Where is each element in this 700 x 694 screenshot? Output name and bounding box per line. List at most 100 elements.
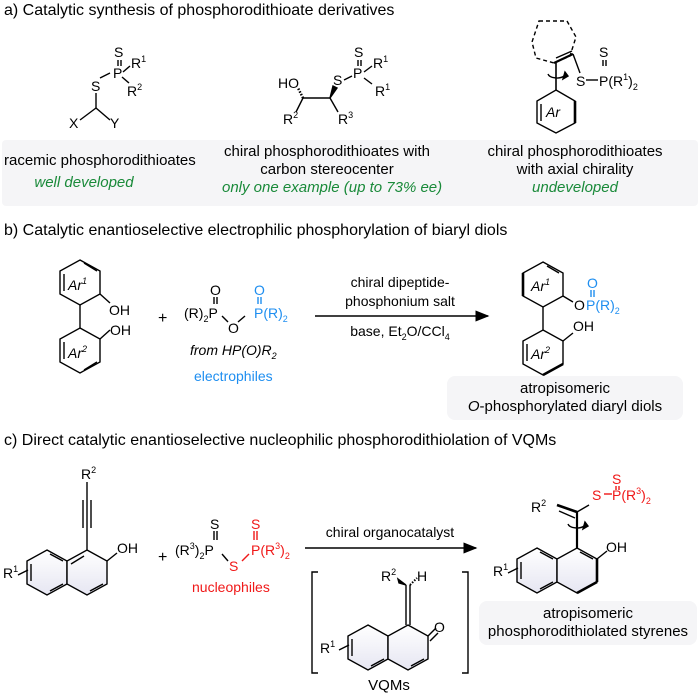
- group-oh: OH: [117, 540, 138, 556]
- atom-s-link: S: [333, 72, 342, 88]
- group-p-r3-2-red: P(R3)2: [251, 541, 290, 561]
- structure-electrophile-labels: O (R)2P O O P(R)2 from HP(O)R2 electroph…: [184, 282, 288, 384]
- atom-o: O: [210, 282, 221, 298]
- electrophiles-label: electrophiles: [194, 368, 273, 384]
- caption-status: undeveloped: [532, 179, 618, 196]
- structure-axial-chirality: [531, 20, 607, 134]
- catalyst-line-2: phosphonium salt: [345, 293, 455, 309]
- group-r2-p: (R)2P: [184, 305, 218, 324]
- structure-racemic-phosphorodithioate: [79, 60, 131, 121]
- section-a-caption-background: [2, 140, 506, 206]
- group-oh: OH: [606, 539, 627, 555]
- section-c-caption-background: [479, 601, 697, 645]
- substituent-r1: R1: [493, 562, 508, 579]
- caption-title-line1: chiral phosphorodithioates: [487, 143, 663, 160]
- substituent-r3: R3: [338, 110, 353, 127]
- structure-product-c: [507, 486, 620, 595]
- base-solvent: base, Et2O/CCl4: [350, 323, 450, 342]
- group-r3-2-p: (R3)2P: [175, 541, 214, 561]
- structure-alkynyl-naphthol-labels: R2 R1 OH: [3, 465, 138, 581]
- section-b-caption-background: [447, 376, 683, 420]
- substituent-r1: R1: [373, 54, 388, 71]
- structure-biaryl-diol: [59, 259, 111, 374]
- atom-o-blue: O: [587, 275, 598, 291]
- caption-racemic: racemic phosphorodithioates well develop…: [4, 152, 196, 192]
- ring-label-ar2: Ar2: [530, 345, 550, 362]
- caption-product-c: atropisomeric phosphorodithiolated styre…: [479, 605, 697, 641]
- caption-product-b: atropisomeric O-phosphorylated diaryl di…: [447, 380, 683, 416]
- structure-electrophile: [213, 297, 262, 323]
- substituent-y: Y: [110, 115, 120, 131]
- caption-carbon-stereocenter: chiral phosphorodithioates with carbon s…: [222, 143, 443, 197]
- structure-nucleophile-labels: S (R3)2P S S P(R3)2 nucleophiles: [175, 516, 290, 595]
- atom-h: H: [417, 568, 427, 584]
- catalyst-line-1: chiral dipeptide-: [351, 274, 450, 290]
- atom-o-blue: O: [254, 282, 265, 298]
- substituent-r1: R1: [320, 639, 335, 656]
- substituent-r1: R1: [3, 564, 18, 581]
- atom-s-thione: S: [210, 516, 219, 532]
- atom-s-thione: S: [114, 44, 123, 60]
- group-p-r2-blue: P(R)2: [254, 305, 288, 324]
- caption-title-line2: carbon stereocenter: [260, 161, 394, 178]
- caption-line2: O-phosphorylated diaryl diols: [467, 398, 663, 415]
- atom-s-bridge-red: S: [229, 558, 238, 574]
- substituent-r2: R2: [283, 110, 298, 127]
- substituent-r2: R2: [381, 567, 396, 584]
- structure-chiral-carbon-stereocenter: [295, 60, 373, 113]
- ring-label-ar: Ar: [545, 104, 561, 120]
- section-c-heading: c) Direct catalytic enantioselective nuc…: [4, 432, 557, 449]
- caption-line1: atropisomeric: [542, 605, 634, 622]
- group-oh-2: OH: [110, 322, 131, 338]
- ring-label-ar1: Ar1: [67, 276, 87, 293]
- substituent-r2: R2: [81, 465, 96, 482]
- structure-alkynyl-naphthol: [17, 482, 118, 596]
- atom-s-thione-red: S: [251, 516, 260, 532]
- vqms-label: VQMs: [368, 677, 410, 694]
- caption-title: racemic phosphorodithioates: [4, 152, 196, 169]
- ring-label-ar2: Ar2: [67, 344, 87, 361]
- atom-o-carbonyl: O: [434, 619, 445, 635]
- structure-chiral-carbon-labels: HO S S P R1 R1 R2 R3: [278, 44, 390, 127]
- atom-s-thione: S: [599, 44, 608, 60]
- atom-s-thione: S: [354, 44, 363, 60]
- caption-status: well developed: [34, 174, 134, 191]
- plus-sign: +: [158, 310, 167, 327]
- nucleophiles-label: nucleophiles: [192, 579, 270, 595]
- structure-racemic-labels: S P R1 R2 S X Y: [69, 44, 146, 131]
- structure-product-c-labels: R2 S S P(R3)2 R1 OH: [493, 471, 651, 579]
- substituent-r1: R1: [131, 54, 146, 71]
- section-b-heading: b) Catalytic enantioselective electrophi…: [4, 222, 508, 239]
- atom-p: P: [113, 65, 122, 81]
- group-p-r2-blue: P(R)2: [586, 297, 620, 316]
- atom-s-red: S: [592, 487, 601, 503]
- structure-vqm-labels: R2 H R1 O VQMs: [320, 567, 445, 694]
- section-a-heading: a) Catalytic synthesis of phosphorodithi…: [4, 2, 395, 19]
- substituent-x: X: [69, 115, 79, 131]
- section-a-caption-background-right: [480, 140, 698, 206]
- caption-line1: atropisomeric: [519, 380, 611, 397]
- atom-p: P: [353, 65, 362, 81]
- structure-biaryl-diol-labels: Ar1 Ar2 OH OH: [67, 276, 131, 361]
- atom-s-link: S: [576, 73, 585, 89]
- substituent-r1: R1: [375, 82, 390, 99]
- group-ho: HO: [278, 75, 299, 91]
- atom-s-link: S: [91, 78, 100, 94]
- atom-o-bridge: O: [228, 320, 239, 336]
- electrophile-source: from HP(O)R2: [190, 342, 277, 361]
- structure-product-b: [521, 261, 595, 377]
- substituent-r2: R2: [531, 498, 546, 515]
- group-p-r3-2-red: P(R3)2: [612, 486, 651, 506]
- caption-axial-chirality: chiral phosphorodithioates with axial ch…: [475, 143, 675, 197]
- structure-vqm-intermediate: [311, 571, 469, 674]
- caption-status: only one example (up to 73% ee): [222, 179, 443, 196]
- structure-nucleophile: [213, 531, 258, 562]
- ring-label-ar1: Ar1: [530, 277, 550, 294]
- bracket-left: [311, 571, 318, 674]
- caption-line2: phosphorodithiolated styrenes: [487, 623, 689, 640]
- caption-title-line1: chiral phosphorodithioates with: [224, 143, 430, 160]
- structure-axial-labels: S S P(R1)2 Ar: [545, 44, 638, 120]
- plus-sign: +: [158, 549, 167, 566]
- group-oh: OH: [573, 318, 594, 334]
